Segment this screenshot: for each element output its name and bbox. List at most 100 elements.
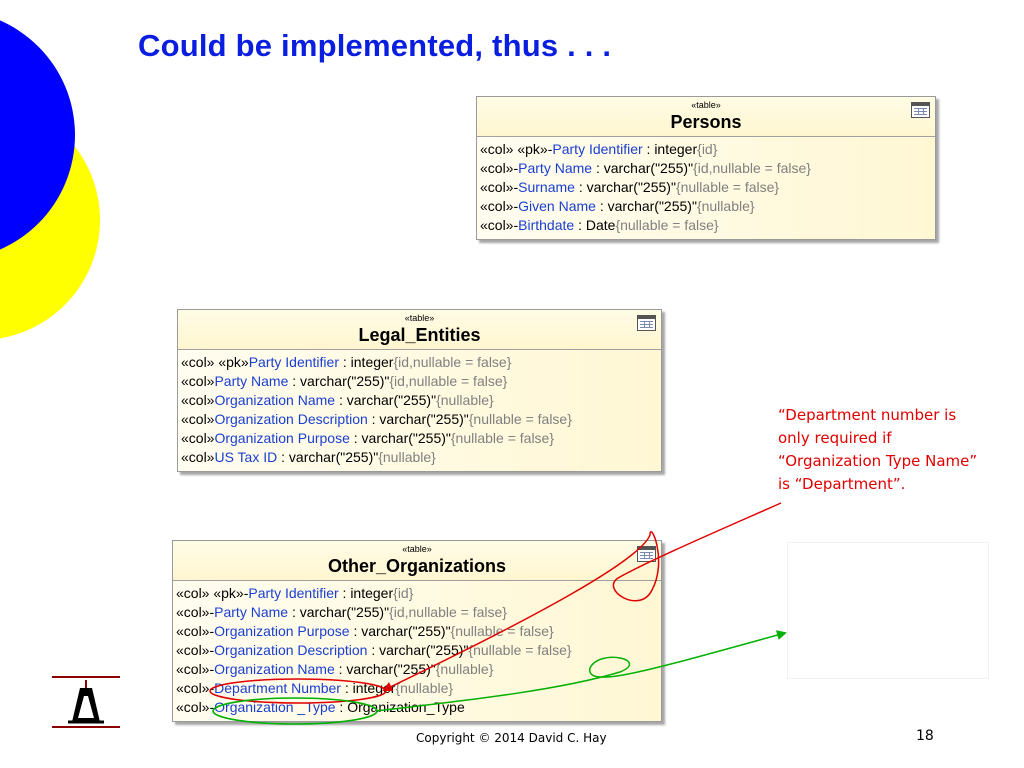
attribute-stereotype: «col» «pk» (181, 354, 249, 370)
persons-table-name: Persons (670, 112, 742, 132)
other-organizations-table[interactable]: «table» Other_Organizations «col» «pk»-P… (172, 540, 662, 722)
page-number: 18 (916, 728, 934, 744)
attribute-name: Party Name (518, 160, 593, 176)
attribute-row[interactable]: «col»-Organization Name : varchar("255)"… (176, 660, 658, 679)
attribute-row[interactable]: «col»-Birthdate : Date{nullable = false} (480, 216, 932, 235)
attribute-constraint: {id} (697, 141, 718, 157)
attribute-row[interactable]: «col»Organization Description : varchar(… (181, 410, 658, 429)
logo-tower-inner (78, 696, 94, 718)
attribute-constraint: {nullable = false} (675, 179, 780, 195)
attribute-constraint: {nullable} (696, 198, 755, 214)
attribute-name: Party Identifier (248, 585, 339, 601)
other-organizations-attribute-list: «col» «pk»-Party Identifier : integer {id… (173, 581, 661, 721)
attribute-row[interactable]: «col»Party Name : varchar("255)"{id,null… (181, 372, 658, 391)
legal-entities-stereotype: «table» (404, 313, 435, 323)
attribute-type: : varchar("255)" (335, 392, 437, 408)
persons-table-header: «table» Persons (477, 97, 935, 137)
attribute-row[interactable]: «col»-Organization Purpose : varchar("25… (176, 622, 658, 641)
persons-attribute-list: «col» «pk»-Party Identifier : integer{id… (477, 137, 935, 239)
persons-stereotype: «table» (691, 100, 721, 110)
attribute-constraint: {nullable = false} (615, 217, 719, 233)
attribute-constraint: {nullable} (395, 680, 454, 696)
attribute-constraint: {id,nullable = false} (389, 604, 507, 620)
attribute-type: : varchar("255)" (367, 411, 469, 427)
attribute-name: Organization Purpose (214, 430, 350, 446)
attribute-constraint: {nullable = false} (468, 642, 572, 658)
attribute-name: Organization _Type (214, 699, 336, 715)
attribute-type: : varchar("255)" (349, 623, 451, 639)
attribute-stereotype: «col» «pk»- (480, 141, 553, 157)
attribute-constraint: {id,nullable = false} (693, 160, 811, 176)
attribute-type: : varchar("255)" (288, 604, 390, 620)
other-organizations-stereotype: «table» (402, 544, 432, 554)
attribute-row[interactable]: «col» «pk»Party Identifier : integer{id,… (181, 353, 658, 372)
other-organizations-table-name: Other_Organizations (327, 556, 507, 576)
attribute-row[interactable]: «col»-Given Name : varchar("255)"{nullab… (480, 197, 932, 216)
attribute-row[interactable]: «col»-Organization Description : varchar… (176, 641, 658, 660)
attribute-row[interactable]: «col»-Surname : varchar("255)"{nullable … (480, 178, 932, 197)
attribute-constraint: {nullable} (378, 449, 436, 465)
attribute-row[interactable]: «col»-Party Name : varchar("255)"{id,nul… (176, 603, 658, 622)
attribute-constraint: {id,nullable = false} (389, 373, 508, 389)
legal-entities-attribute-list: «col» «pk»Party Identifier : integer{id,… (178, 350, 661, 471)
attribute-row[interactable]: «col»Organization Name : varchar("255)"{… (181, 391, 658, 410)
blank-panel (787, 542, 989, 679)
attribute-type: : integer (338, 585, 394, 601)
attribute-type: : varchar("255)" (574, 179, 676, 195)
table-icon (637, 546, 656, 562)
attribute-type: : varchar("255)" (334, 661, 436, 677)
attribute-name: Party Identifier (248, 354, 339, 370)
attribute-constraint: {nullable = false} (450, 430, 555, 446)
attribute-name: Party Identifier (552, 141, 643, 157)
attribute-type: : Date (574, 217, 616, 233)
attribute-row[interactable]: «col»-Department Number : integer{nullab… (176, 679, 658, 698)
attribute-stereotype: «col» «pk»- (176, 585, 249, 601)
attribute-name: Surname (518, 179, 575, 195)
attribute-row[interactable]: «col»-Party Name : varchar("255)"{id,nul… (480, 159, 932, 178)
attribute-constraint: {nullable} (436, 392, 494, 408)
attribute-constraint: {id,nullable = false} (393, 354, 512, 370)
attribute-constraint: {nullable} (435, 661, 494, 677)
attribute-stereotype: «col»- (176, 661, 215, 677)
attribute-stereotype: «col» (181, 392, 215, 408)
legal-entities-table[interactable]: «table» Legal_Entities «col» «pk»Party I… (177, 309, 662, 472)
attribute-row[interactable]: «col»US Tax ID : varchar("255)"{nullable… (181, 448, 658, 467)
table-icon (637, 315, 656, 331)
attribute-type: : integer (642, 141, 698, 157)
attribute-type: : varchar("255)" (277, 449, 379, 465)
attribute-stereotype: «col»- (176, 680, 215, 696)
attribute-row[interactable]: «col» «pk»-Party Identifier : integer{id… (176, 584, 658, 603)
attribute-name: Department Number (214, 680, 341, 696)
legal-entities-table-name: Legal_Entities (358, 325, 481, 345)
attribute-name: Party Name (214, 604, 289, 620)
attribute-stereotype: «col»- (480, 179, 519, 195)
attribute-stereotype: «col»- (176, 623, 215, 639)
persons-table[interactable]: «table» Persons «col» «pk»-Party Identif… (476, 96, 936, 240)
legal-entities-table-header: «table» Legal_Entities (178, 310, 661, 350)
attribute-stereotype: «col» (181, 411, 215, 427)
decorative-circles (0, 20, 100, 339)
author-logo (52, 676, 120, 728)
attribute-row[interactable]: «col»Organization Purpose : varchar("255… (181, 429, 658, 448)
attribute-constraint: {nullable = false} (468, 411, 572, 427)
constraint-note: “Department number is only required if “… (778, 406, 978, 493)
attribute-type: : integer (338, 354, 394, 370)
attribute-row[interactable]: «col» «pk»-Party Identifier : integer{id… (480, 140, 932, 159)
attribute-stereotype: «col» (181, 373, 215, 389)
attribute-name: Party Name (214, 373, 289, 389)
attribute-type: : varchar("255)" (595, 198, 697, 214)
attribute-name: Given Name (518, 198, 596, 214)
attribute-stereotype: «col»- (176, 604, 215, 620)
attribute-type: : varchar("255)" (288, 373, 390, 389)
attribute-stereotype: «col»- (176, 642, 215, 658)
attribute-row[interactable]: «col»-Organization _Type : Organization_… (176, 698, 658, 717)
attribute-stereotype: «col»- (480, 217, 519, 233)
attribute-name: US Tax ID (214, 449, 278, 465)
attribute-constraint: {nullable = false} (450, 623, 554, 639)
attribute-stereotype: «col»- (480, 198, 519, 214)
attribute-name: Organization Description (214, 411, 368, 427)
attribute-stereotype: «col» (181, 449, 215, 465)
attribute-stereotype: «col»- (176, 699, 215, 715)
attribute-name: Organization Name (214, 392, 336, 408)
other-organizations-table-header: «table» Other_Organizations (173, 541, 661, 581)
